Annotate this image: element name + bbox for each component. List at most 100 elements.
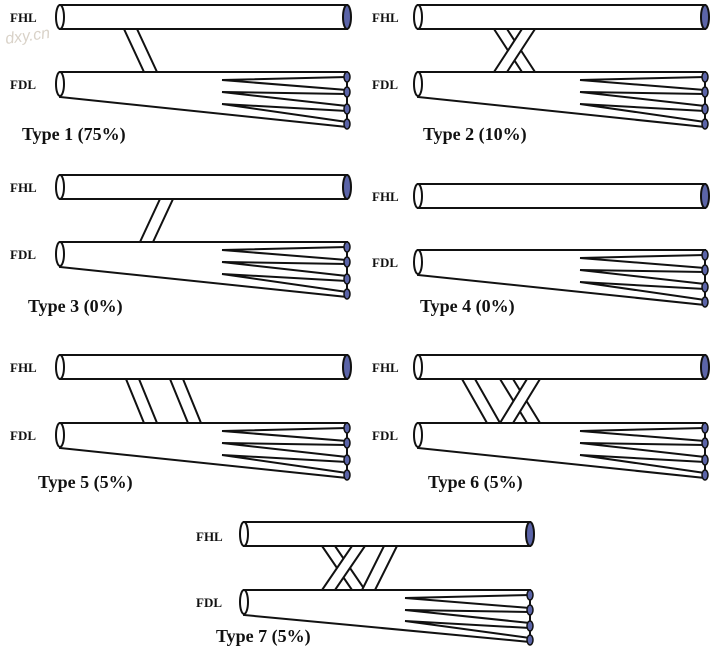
toe-tendon-end (701, 264, 709, 276)
fhl-end-right (342, 354, 352, 380)
toe-tendon-end (701, 71, 709, 83)
fhl-tendon (59, 174, 348, 200)
toe-tendon-end (526, 589, 534, 601)
fhl-tendon (417, 4, 706, 30)
fdl-tendon (59, 422, 348, 480)
type-2-panel: FHL FDL Type 2 (10%) (372, 4, 710, 145)
toe-tendon-end (701, 103, 709, 115)
type-6-panel: FHL FDL Type 6 (5%) (372, 354, 710, 493)
fhl-end-left (413, 354, 423, 380)
toe-tendon-end (343, 241, 351, 253)
fhl-label: FHL (10, 180, 37, 195)
toe-tendon-end (343, 86, 351, 98)
fhl-tendon (59, 4, 348, 30)
fdl-end-left (55, 241, 65, 267)
fdl-split-lines (579, 76, 706, 123)
toe-tendon-end (701, 469, 709, 481)
fdl-label: FDL (10, 428, 36, 443)
fdl-end-left (55, 71, 65, 97)
toe-tendon-end (701, 454, 709, 466)
fdl-end-left (413, 249, 423, 275)
fdl-label: FDL (10, 247, 36, 262)
connecting-slip (122, 28, 159, 73)
toe-tendon-end (701, 437, 709, 449)
toe-tendon-end (701, 118, 709, 130)
fhl-end-right (342, 4, 352, 30)
fdl-tendon (59, 241, 348, 299)
fdl-end-left (55, 422, 65, 448)
fhl-label: FHL (372, 189, 399, 204)
toe-tendon-end (526, 604, 534, 616)
toe-tendon-end (343, 273, 351, 285)
fhl-label: FHL (372, 360, 399, 375)
connecting-slip-b (168, 378, 203, 424)
fdl-tendon (59, 71, 348, 129)
toe-tendon-end (701, 86, 709, 98)
toe-tendon-end (343, 118, 351, 130)
fdl-split-lines (579, 427, 706, 474)
fdl-split-lines (221, 246, 348, 293)
fdl-split-lines (579, 254, 706, 301)
toe-tendon-end (343, 71, 351, 83)
fhl-tendon (243, 521, 531, 547)
fhl-tendon (59, 354, 348, 380)
fhl-tendon (417, 354, 706, 380)
fhl-end-left (55, 174, 65, 200)
fdl-split-lines (404, 594, 531, 639)
fhl-end-left (55, 354, 65, 380)
type-1-caption: Type 1 (75%) (22, 124, 126, 145)
fdl-label: FDL (196, 595, 222, 610)
type-7-panel: FHL FDL Type 7 (5%) (196, 521, 535, 647)
toe-tendon-end (701, 281, 709, 293)
toe-tendon-end (343, 454, 351, 466)
fhl-end-right (700, 354, 710, 380)
type-3-panel: FHL FDL Type 3 (0%) (10, 174, 352, 317)
type-6-caption: Type 6 (5%) (428, 472, 523, 493)
type-5-caption: Type 5 (5%) (38, 472, 133, 493)
fhl-end-right (525, 521, 535, 547)
fhl-end-left (413, 4, 423, 30)
fdl-tendon (417, 71, 706, 129)
type-3-caption: Type 3 (0%) (28, 296, 123, 317)
type-5-panel: FHL FDL Type 5 (5%) (10, 354, 352, 493)
watermark: dxy.cn (4, 25, 51, 48)
fdl-split-lines (221, 427, 348, 474)
toe-tendon-end (343, 469, 351, 481)
type-4-panel: FHL FDL Type 4 (0%) (372, 183, 710, 317)
toe-tendon-end (343, 256, 351, 268)
fhl-label: FHL (196, 529, 223, 544)
fdl-end-left (413, 71, 423, 97)
toe-tendon-end (701, 422, 709, 434)
fhl-end-left (239, 521, 249, 547)
toe-tendon-end (343, 288, 351, 300)
connecting-slip-a (124, 378, 159, 424)
toe-tendon-end (343, 437, 351, 449)
fhl-end-left (413, 183, 423, 209)
connecting-slip (138, 198, 175, 243)
connecting-slip (460, 378, 502, 424)
type-1-panel: FHL FDL Type 1 (75%) (10, 4, 352, 145)
toe-tendon-end (701, 296, 709, 308)
fdl-split-lines (221, 76, 348, 123)
toe-tendon-end (343, 103, 351, 115)
fhl-label: FHL (372, 10, 399, 25)
toe-tendon-end (343, 422, 351, 434)
toe-tendon-end (526, 634, 534, 646)
fdl-end-left (413, 422, 423, 448)
fhl-end-left (55, 4, 65, 30)
fdl-tendon (417, 422, 706, 480)
fdl-label: FDL (372, 77, 398, 92)
type-7-caption: Type 7 (5%) (216, 626, 311, 647)
fhl-label: FHL (10, 10, 37, 25)
fdl-label: FDL (10, 77, 36, 92)
fhl-end-right (700, 4, 710, 30)
fdl-label: FDL (372, 255, 398, 270)
fdl-label: FDL (372, 428, 398, 443)
fhl-tendon (417, 183, 706, 209)
crossing-slip-c (360, 545, 399, 591)
type-2-caption: Type 2 (10%) (423, 124, 527, 145)
fhl-end-right (342, 174, 352, 200)
toe-tendon-end (701, 249, 709, 261)
